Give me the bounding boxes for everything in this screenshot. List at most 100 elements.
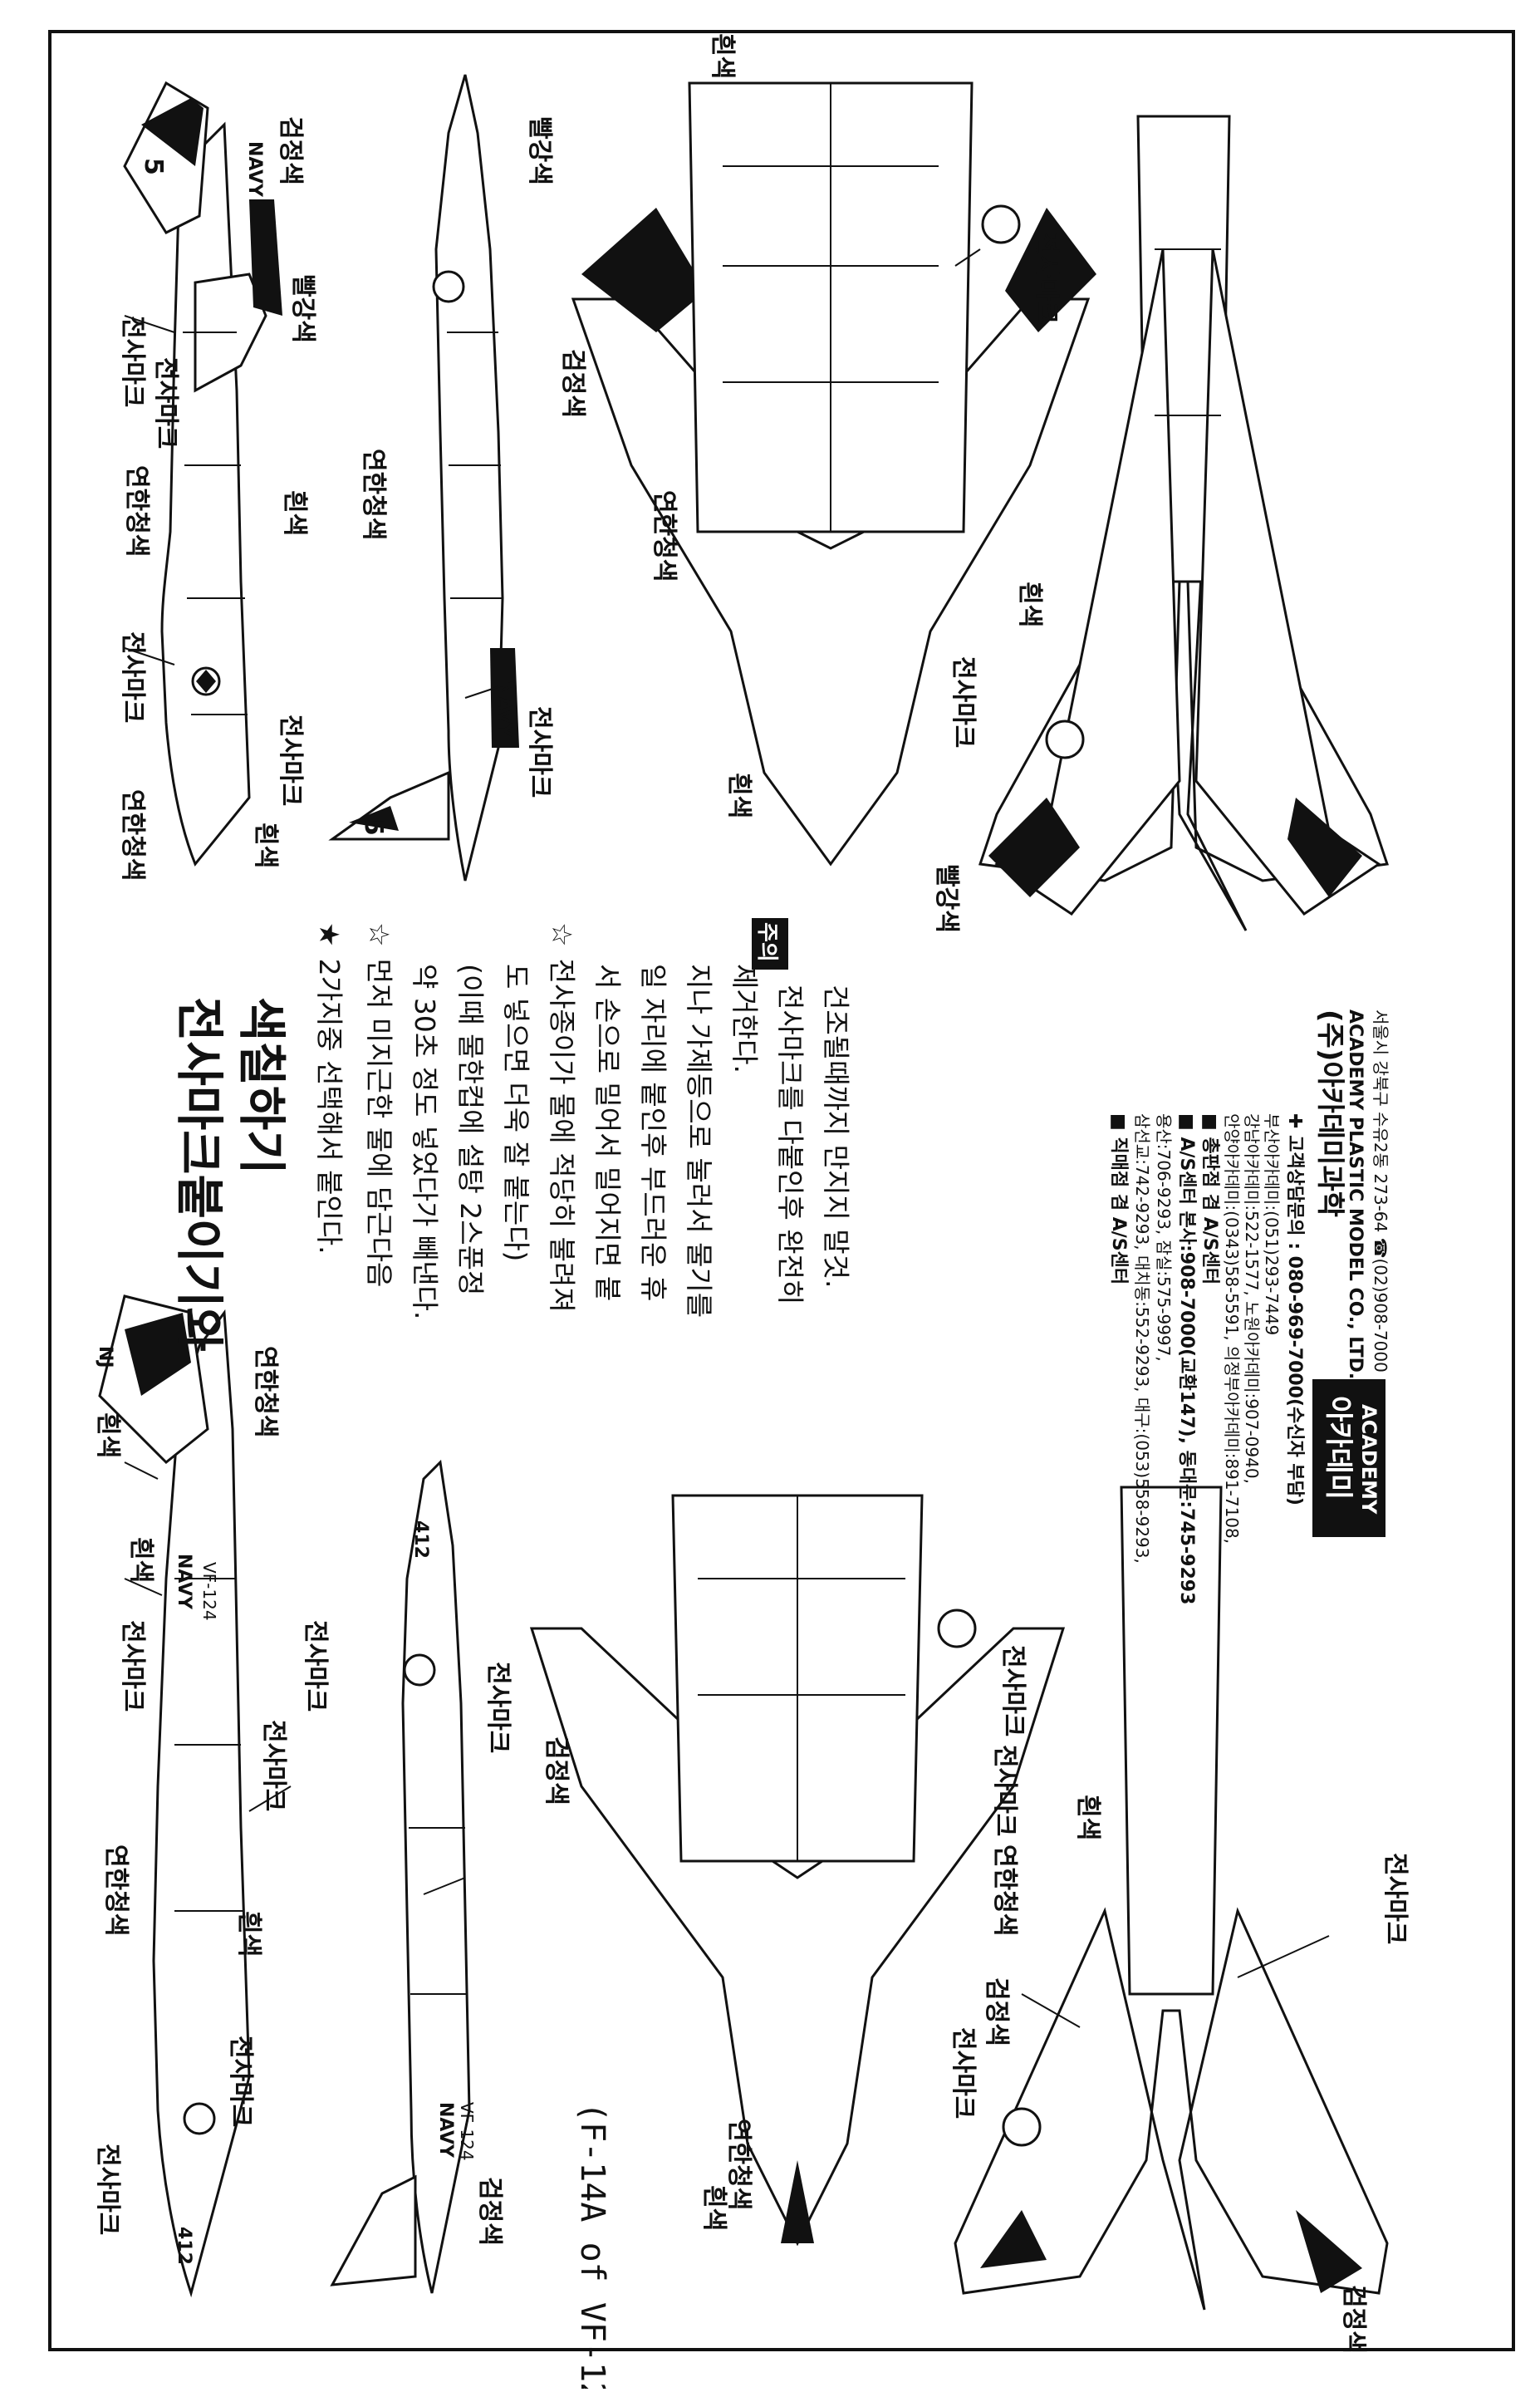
top-view-a2-swept bbox=[978, 115, 1389, 931]
label-white-a2: 흰색 bbox=[251, 823, 280, 868]
label-light-blue-b2: 연한청색 bbox=[251, 1346, 280, 1437]
side-view-a2 bbox=[328, 74, 519, 882]
label-decal-b4: 전사마크 bbox=[93, 2144, 122, 2235]
side-view-b2 bbox=[330, 1459, 471, 2294]
service-line-3: 안양아카데미:(0343)58-5591, 의정부아카데미:891-7108, bbox=[1222, 1113, 1242, 1544]
instruction-2: ☆먼저 미지근한 물에 담근다음 bbox=[363, 922, 395, 1287]
instruction-text-block: 전사마크붙이기와 색칠하기 ★2가지중 선택해서 붙인다. ☆먼저 미지근한 물… bbox=[171, 918, 852, 2392]
label-black-a2: 검정색 bbox=[558, 349, 587, 418]
marking-squadron-b2: VF-124 bbox=[457, 2102, 477, 2161]
label-black-b3: 검정색 bbox=[982, 1977, 1011, 2046]
label-decal-b1: 전사마크 bbox=[118, 1620, 147, 1712]
instruction-10: 제거한다. bbox=[728, 964, 761, 1073]
label-light-blue-a2: 연한청색 bbox=[118, 789, 147, 881]
service-line-1: 삼선교:742-9293, 대치동:552-9293, 대구:(053)558-… bbox=[1132, 1113, 1152, 1564]
company-block: 아카데미 ACADEMY (주)아카데미과학 ACADEMY PLASTIC M… bbox=[1312, 1009, 1390, 1537]
marking-squadron-b1: VF-124 bbox=[199, 1562, 219, 1621]
label-black-b1: 검정색 bbox=[475, 2177, 504, 2246]
top-view-b2 bbox=[954, 1486, 1389, 2311]
label-black-b2: 검정색 bbox=[542, 1736, 571, 1805]
logo-korean: 아카데미 bbox=[1322, 1396, 1355, 1500]
service-heading-1: ■ 직매점 겸 A/S센터 bbox=[1108, 1113, 1129, 1284]
side-view-a bbox=[123, 81, 282, 867]
label-white-a5: 흰색 bbox=[1015, 582, 1044, 627]
label-white-b1: 흰색 bbox=[93, 1412, 122, 1458]
company-name-english: ACADEMY PLASTIC MODEL CO., LTD. bbox=[1345, 1009, 1366, 1379]
label-decal-a1: 전사마크 bbox=[118, 316, 147, 407]
instruction-3: 약 30초 정도 넣었다가 빼낸다. bbox=[409, 964, 441, 1319]
top-view-a-swept bbox=[571, 81, 1096, 867]
label-red-a2: 빨강색 bbox=[525, 116, 554, 185]
label-light-blue-a: 연한청색 bbox=[122, 465, 151, 557]
label-red-a3: 빨강색 bbox=[932, 864, 961, 933]
caution-note: 주의 전사마크를 다붙인후 완전히 건조될때까지 만지지 말것. bbox=[752, 918, 852, 1304]
label-white-b4: 흰색 bbox=[699, 2185, 728, 2231]
label-decal-b6: 전사마크 bbox=[483, 1662, 513, 1753]
service-heading-3: ■ 총판점 겸 A/S센터 bbox=[1199, 1113, 1220, 1284]
label-light-blue-b4: 연한청색 bbox=[990, 1844, 1019, 1936]
label-white-a4: 흰색 bbox=[724, 773, 753, 818]
instruction-4: (이때 물한컵에 설탕 2스푼정 bbox=[454, 964, 487, 1295]
marking-nose-b2: 412 bbox=[410, 1520, 431, 1559]
label-light-blue-b3: 연한청색 bbox=[724, 2119, 753, 2210]
label-white-b5: 흰색 bbox=[1073, 1795, 1102, 1840]
service-line-4: 강남아카데미:522-1577, 노원아카데미:907-0940, bbox=[1242, 1113, 1262, 1484]
instruction-list: ★2가지중 선택해서 붙인다. ☆먼저 미지근한 물에 담근다음 약 30초 정… bbox=[313, 922, 761, 1319]
company-name-korean: (주)아카데미과학 bbox=[1313, 1009, 1346, 1217]
instruction-6: ☆전사종이가 물에 적당히 불려져 bbox=[546, 922, 578, 1313]
label-decal-a3: 전사마크 bbox=[118, 631, 147, 723]
label-decal-b2: 전사마크 bbox=[259, 1720, 288, 1811]
label-decal-a7: 전사마크 bbox=[949, 656, 978, 748]
service-center-info: ■ 직매점 겸 A/S센터 삼선교:742-9293, 대치동:552-9293… bbox=[1108, 1113, 1305, 1604]
label-decal-b9: 전사마크 bbox=[949, 2027, 978, 2119]
marking-nose-b1: 412 bbox=[174, 2227, 194, 2265]
label-light-blue-a4: 연한청색 bbox=[650, 490, 679, 582]
company-address: 서울시 강북구 수유2동 273-64 ☎(02)908-7000 bbox=[1371, 1009, 1390, 1373]
instruction-8: 일 자리에 붙인후 부드러운 휴 bbox=[637, 964, 669, 1301]
marking-tail-a2: 5 bbox=[359, 818, 388, 836]
color-labels: 전사마크 전사마크 연한청색 흰색 검정색 빨강색 전사마크 전사마크 연한청색… bbox=[93, 33, 1410, 2354]
title-line1: 전사마크붙이기와 bbox=[171, 997, 228, 1352]
marking-navy-b2: NAVY bbox=[435, 2102, 456, 2159]
label-decal-b5: 전사마크 bbox=[301, 1620, 330, 1712]
marking-navy-a2: NAVY bbox=[493, 681, 514, 738]
label-black-b4: 검정색 bbox=[1339, 2285, 1368, 2354]
page-frame bbox=[48, 30, 1515, 2351]
version-caption: (F-14A of VF-124) bbox=[573, 2102, 611, 2389]
marking-tail-b: NJ bbox=[95, 1346, 115, 1368]
label-decal-b8: 전사마크 bbox=[990, 1745, 1019, 1836]
caution-line2: 건조될때까지 만지지 말것. bbox=[820, 985, 852, 1288]
leader-lines bbox=[124, 248, 1330, 2028]
marking-navy-a1: NAVY bbox=[244, 141, 265, 198]
marking-navy-b1: NAVY bbox=[174, 1554, 194, 1610]
aircraft-markings: NAVY 5 NAVY 5 NAVY VF-124 412 412 NAVY V… bbox=[95, 141, 514, 2265]
service-hotline: ✚ 고객상담문의 : 080-969-7000(수신자 부담) bbox=[1284, 1113, 1305, 1505]
label-white-a3: 흰색 bbox=[708, 33, 737, 79]
title-line2: 색칠하기 bbox=[233, 997, 290, 1174]
label-light-blue-b1: 연한청색 bbox=[101, 1844, 130, 1936]
label-decal-b7: 전사마크 bbox=[998, 1645, 1027, 1736]
label-white-b2: 흰색 bbox=[126, 1537, 155, 1583]
instruction-9: 지나 가제등으로 눌러서 물기를 bbox=[683, 964, 715, 1318]
service-line-5: 부산아카데미:(051)293-7449 bbox=[1262, 1113, 1282, 1335]
label-decal-a2: 전사마크 bbox=[151, 357, 180, 449]
side-view-b bbox=[98, 1294, 251, 2298]
service-heading-2: ■ A/S센터 본사:908-7000(교환147), 동대문:745-9293 bbox=[1176, 1113, 1197, 1604]
instruction-7: 서 손으로 밀어서 밀어지면 붙 bbox=[591, 964, 624, 1301]
label-red-a1: 빨강색 bbox=[288, 274, 317, 343]
caution-badge-box bbox=[752, 918, 788, 970]
label-white-a1: 흰색 bbox=[280, 490, 309, 536]
instruction-1: ★2가지중 선택해서 붙인다. bbox=[313, 922, 346, 1255]
label-decal-a4: 전사마크 bbox=[276, 715, 305, 806]
academy-logo-box bbox=[1312, 1379, 1386, 1537]
logo-english: ACADEMY bbox=[1357, 1404, 1381, 1515]
instruction-5: 도 넣으면 더욱 잘 붙는다) bbox=[500, 964, 532, 1261]
label-decal-a5: 전사마크 bbox=[525, 706, 554, 798]
marking-tail-a1: 5 bbox=[139, 158, 168, 175]
caution-badge: 주의 bbox=[754, 922, 779, 962]
label-decal-b3: 전사마크 bbox=[226, 2036, 255, 2127]
label-light-blue-a3: 연한청색 bbox=[359, 449, 388, 540]
label-decal-b10: 전사마크 bbox=[1381, 1853, 1410, 1944]
label-decal-a6: 전사마크 bbox=[1032, 233, 1061, 324]
